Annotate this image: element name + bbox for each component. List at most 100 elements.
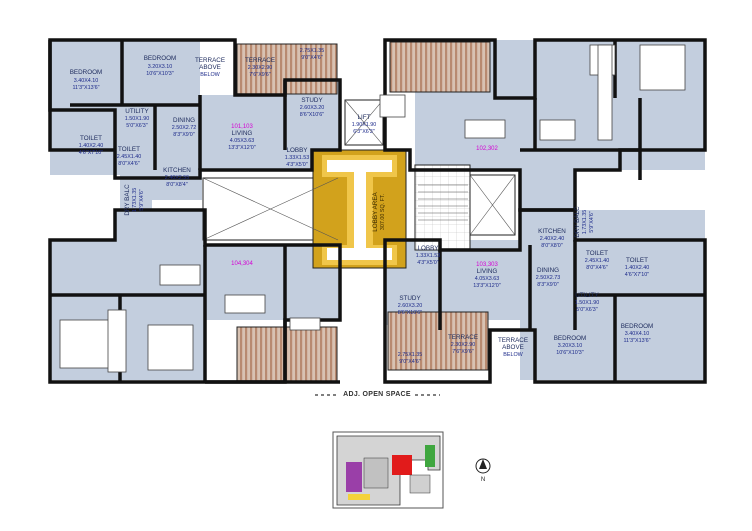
label-study-tl: STUDY bbox=[301, 97, 323, 104]
svg-text:3.20X3.10: 3.20X3.10 bbox=[148, 64, 173, 70]
flat-number-tr: 102,302 bbox=[476, 146, 498, 152]
svg-text:ABOVE: ABOVE bbox=[199, 64, 221, 71]
svg-text:8'3"X9'0": 8'3"X9'0" bbox=[173, 132, 195, 138]
svg-text:8'0"X8'0": 8'0"X8'0" bbox=[541, 243, 563, 249]
svg-text:1.73X1.35: 1.73X1.35 bbox=[132, 188, 138, 213]
walls bbox=[48, 38, 707, 384]
svg-text:6'3"X6'3": 6'3"X6'3" bbox=[353, 129, 375, 135]
terrace-deck-br bbox=[387, 311, 489, 371]
label-terrace-tl: TERRACE bbox=[245, 57, 275, 64]
label-deck-top-tl: 2.75X1.35 bbox=[300, 48, 325, 54]
label-utility-tl: UTILITY bbox=[125, 108, 149, 115]
svg-text:2.45X1.40: 2.45X1.40 bbox=[117, 154, 142, 160]
svg-text:8'0"X8'4": 8'0"X8'4" bbox=[166, 182, 188, 188]
svg-text:1.50X1.90: 1.50X1.90 bbox=[125, 116, 150, 122]
label-kitchen-tl: KITCHEN bbox=[163, 167, 191, 174]
label-bedroom-br: BEDROOM bbox=[621, 323, 654, 330]
lobby-highlight bbox=[312, 149, 407, 269]
label-living-tl: LIVING bbox=[232, 130, 253, 137]
svg-text:9'0"X4'6": 9'0"X4'6" bbox=[301, 55, 323, 61]
svg-text:8'0"X4'6": 8'0"X4'6" bbox=[118, 161, 140, 167]
svg-text:1.40X2.40: 1.40X2.40 bbox=[625, 265, 650, 271]
label-dry-balc-tl: DRY BALC bbox=[124, 184, 131, 216]
terrace-deck-tl bbox=[236, 43, 338, 95]
svg-text:1.90X1.90: 1.90X1.90 bbox=[352, 122, 377, 128]
svg-text:1.50X1.90: 1.50X1.90 bbox=[575, 300, 600, 306]
svg-text:BELOW: BELOW bbox=[503, 352, 523, 358]
furniture bbox=[59, 44, 686, 373]
svg-text:5'9"X4'6": 5'9"X4'6" bbox=[589, 211, 595, 233]
svg-text:2.50X2.73: 2.50X2.73 bbox=[536, 275, 561, 281]
label-dining-br: DINING bbox=[537, 267, 559, 274]
svg-text:10'6"X10'3": 10'6"X10'3" bbox=[146, 71, 174, 77]
svg-text:1.33X1.53: 1.33X1.53 bbox=[416, 253, 441, 259]
svg-text:BELOW: BELOW bbox=[200, 72, 220, 78]
svg-text:2.40X2.40: 2.40X2.40 bbox=[540, 236, 565, 242]
terrace-deck-tr bbox=[389, 41, 491, 93]
label-kitchen-br: KITCHEN bbox=[538, 228, 566, 235]
svg-text:2.60X3.20: 2.60X3.20 bbox=[300, 105, 325, 111]
label-utility-br: UTILITY bbox=[575, 292, 599, 299]
svg-text:11'3"X13'6": 11'3"X13'6" bbox=[72, 85, 99, 91]
label-terrace-above-tl: TERRACE bbox=[195, 57, 225, 64]
label-bedroom-tl: BEDROOM bbox=[70, 69, 103, 76]
flat-number-bl: 104,304 bbox=[231, 261, 253, 267]
svg-text:4'6"X7'10": 4'6"X7'10" bbox=[79, 150, 104, 156]
svg-text:2.45X1.40: 2.45X1.40 bbox=[585, 258, 610, 264]
stairs bbox=[202, 99, 516, 241]
svg-text:2.30X2.90: 2.30X2.90 bbox=[451, 342, 476, 348]
label-dry-balc-br: DRY BALC bbox=[574, 206, 581, 238]
svg-text:7'6"X9'6": 7'6"X9'6" bbox=[452, 349, 474, 355]
svg-text:4.05X3.63: 4.05X3.63 bbox=[230, 138, 255, 144]
label-living-br: LIVING bbox=[477, 268, 498, 275]
svg-text:8'3"X9'0": 8'3"X9'0" bbox=[537, 282, 559, 288]
label-lobby-area: LOBBY AREA bbox=[372, 191, 379, 231]
label-toilet-br2: TOILET bbox=[626, 257, 648, 264]
svg-text:9'0"X4'6": 9'0"X4'6" bbox=[399, 359, 421, 365]
svg-text:2.50X2.72: 2.50X2.72 bbox=[172, 125, 197, 131]
label-lobby-tl: LOBBY bbox=[287, 147, 309, 154]
svg-text:3.20X3.10: 3.20X3.10 bbox=[558, 343, 583, 349]
svg-text:10'6"X10'3": 10'6"X10'3" bbox=[556, 350, 584, 356]
svg-text:8'0"X4'6": 8'0"X4'6" bbox=[586, 265, 608, 271]
svg-text:ABOVE: ABOVE bbox=[502, 344, 524, 351]
svg-text:2.60X3.20: 2.60X3.20 bbox=[398, 303, 423, 309]
svg-text:7'6"X9'6": 7'6"X9'6" bbox=[249, 72, 271, 78]
svg-text:13'3"X12'0": 13'3"X12'0" bbox=[228, 145, 256, 151]
terrace-deck-bl bbox=[236, 326, 338, 382]
north-arrow: N bbox=[475, 458, 491, 483]
label-lift: LIFT bbox=[358, 114, 371, 121]
svg-text:1.73X1.35: 1.73X1.35 bbox=[582, 210, 588, 235]
svg-text:4'3"X5'0": 4'3"X5'0" bbox=[417, 260, 439, 266]
room-labels: BEDROOM 3.40X4.10 11'3"X13'6" BEDROOM 3.… bbox=[70, 48, 654, 365]
svg-text:3.40X4.10: 3.40X4.10 bbox=[74, 78, 99, 84]
key-plan bbox=[332, 431, 444, 509]
decks bbox=[236, 41, 491, 382]
svg-text:3.40X4.10: 3.40X4.10 bbox=[625, 331, 650, 337]
svg-text:1.33X1.53: 1.33X1.53 bbox=[285, 155, 310, 161]
svg-text:8'6"X10'6": 8'6"X10'6" bbox=[300, 112, 325, 118]
svg-text:8'6"X10'6": 8'6"X10'6" bbox=[398, 310, 423, 316]
svg-text:11'3"X13'6": 11'3"X13'6" bbox=[623, 338, 650, 344]
svg-text:307.00 SQ. FT.: 307.00 SQ. FT. bbox=[380, 194, 386, 230]
open-space-caption: ADJ. OPEN SPACE bbox=[343, 391, 411, 398]
label-bedroom2-tl: BEDROOM bbox=[144, 55, 177, 62]
north-label: N bbox=[481, 477, 485, 483]
label-lobby-br: LOBBY bbox=[418, 245, 440, 252]
svg-text:2.40X2.55: 2.40X2.55 bbox=[165, 175, 190, 181]
label-terrace-br: TERRACE bbox=[448, 334, 478, 341]
svg-text:2.30X2.90: 2.30X2.90 bbox=[248, 65, 273, 71]
label-dining-tl: DINING bbox=[173, 117, 195, 124]
label-toilet-tl2: TOILET bbox=[118, 146, 140, 153]
svg-text:1.40X2.40: 1.40X2.40 bbox=[79, 143, 104, 149]
svg-text:5'9"X4'6": 5'9"X4'6" bbox=[139, 189, 145, 211]
label-study-br: STUDY bbox=[399, 295, 421, 302]
svg-text:4'3"X5'0": 4'3"X5'0" bbox=[286, 162, 308, 168]
flat-number-tl: 101,103 bbox=[231, 124, 253, 130]
label-toilet-tl1: TOILET bbox=[80, 135, 102, 142]
flat-number-br: 103,303 bbox=[476, 262, 498, 268]
svg-text:5'0"X6'3": 5'0"X6'3" bbox=[576, 307, 598, 313]
label-toilet-br1: TOILET bbox=[586, 250, 608, 257]
label-terrace-above-br: TERRACE bbox=[498, 337, 528, 344]
